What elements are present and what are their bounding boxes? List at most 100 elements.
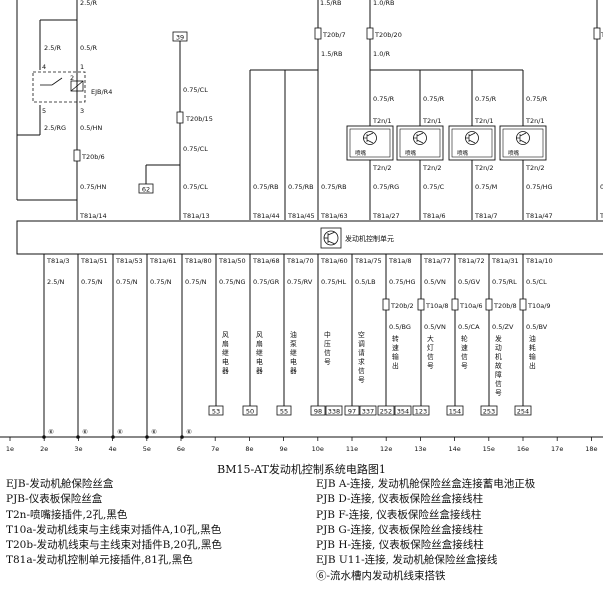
injector-top-wire: 0.75/R: [475, 95, 497, 103]
wire-label: 0.5/CA: [458, 323, 480, 331]
ecu-pin: T81a/53: [115, 257, 143, 265]
connector-label: T10a/8: [425, 302, 449, 310]
legend-item: T10a-发动机线束与主线束对插件A,10孔,黑色: [6, 523, 222, 536]
wire-label-cl-2: 0.75/CL: [183, 145, 208, 153]
legend-item: T20b-发动机线束与主线束对插件B,20孔,黑色: [6, 539, 222, 552]
ruler-tick: 15e: [483, 445, 495, 453]
wire-label: 0.75/N: [185, 278, 207, 286]
signal-description: 油泵继电器: [290, 330, 297, 375]
wire-label: 0.75/N: [150, 278, 172, 286]
wire-label: 0.75/RB: [321, 183, 347, 191]
diagram-caption: BM15-AT发动机控制系统电路图1: [217, 463, 386, 476]
injector-name: 喷嘴: [457, 149, 469, 157]
injector-bottom-conn: T2n/2: [525, 164, 545, 172]
ecu-pin: T8: [599, 212, 603, 220]
ecu-wire-1: T81a/32.5/N⑥: [42, 254, 70, 439]
conn-t20b-7: T20b/7: [322, 31, 346, 39]
ecu-pin: T81a/75: [354, 257, 382, 265]
wire-label: 0.75/HL: [321, 278, 347, 286]
ecu-pin: T81a/51: [80, 257, 108, 265]
connector-label: T20b/8: [493, 302, 517, 310]
ruler-tick: 5e: [143, 445, 151, 453]
ecu-pin: T81a/13: [182, 212, 210, 220]
legend-item: PJB-仪表板保险丝盒: [6, 493, 103, 506]
signal-description: 转速输出: [392, 334, 399, 370]
ecu-pin: T81a/31: [491, 257, 519, 265]
ruler-tick: 7e: [211, 445, 219, 453]
ref-box: 123: [415, 408, 427, 416]
injector-top-wire: 0.75/R: [423, 95, 445, 103]
wire-label: 0.5/VN: [424, 278, 446, 286]
ref-box: 154: [449, 408, 461, 416]
ecu-unit: 发动机控制单元: [16, 220, 603, 255]
ref-box: 98: [314, 408, 322, 416]
injector-bottom-wire: 0.75/C: [423, 183, 445, 191]
injector-name: 喷嘴: [508, 149, 520, 157]
wire-label-2-5-rg: 2.5/RG: [44, 124, 66, 132]
ecu-pin: T81a/72: [457, 257, 485, 265]
fusebox-label: EJB/R4: [91, 88, 112, 96]
wire-label: 0.7: [600, 183, 603, 191]
injector-bottom-wire: 0.75/HG: [526, 183, 553, 191]
injector-top-conn: T2n/1: [422, 117, 442, 125]
ruler-tick: 1e: [6, 445, 14, 453]
ground-icon: ⑥: [117, 428, 123, 436]
ecu-label: 发动机控制单元: [345, 234, 394, 243]
fusebox-pin-1: 1: [80, 63, 84, 71]
ruler-tick: 14e: [448, 445, 460, 453]
ruler-tick: 17e: [551, 445, 563, 453]
wire-label: 0.75/GR: [253, 278, 280, 286]
injector-bottom-wire: 0.75/RG: [373, 183, 399, 191]
signal-description: 大灯信号: [427, 334, 434, 370]
legend-item: T2n-喷嘴接插件,2孔,黑色: [6, 508, 128, 521]
fusebox-pin-2: 2: [70, 74, 74, 82]
ecu-wire-4: T81a/610.75/N⑥: [145, 254, 177, 439]
injector-name: 喷嘴: [355, 149, 367, 157]
legend-item: PJB H-连接, 仪表板保险丝盒接线柱: [316, 539, 484, 552]
legend-item: EJB-发动机舱保险丝盒: [6, 478, 114, 490]
legend-item: T81a-发动机控制单元接插件,81孔,黑色: [6, 554, 193, 567]
ecu-pin: T81a/80: [184, 257, 212, 265]
ruler-tick: 6e: [177, 445, 185, 453]
ref-box: 50: [246, 408, 254, 416]
ref-box: 354: [397, 408, 409, 416]
injector-bottom-conn: T2n/2: [422, 164, 442, 172]
ecu-pin: T81a/14: [79, 212, 107, 220]
ref-box: 254: [517, 408, 529, 416]
injector-top-conn: T2n/1: [525, 117, 545, 125]
ecu-wire-2: T81a/510.75/N⑥: [76, 254, 108, 439]
ecu-wire-3: T81a/530.75/N⑥: [111, 254, 143, 439]
fusebox-pin-4: 4: [42, 63, 46, 71]
wire-label: 0.5/ZV: [492, 323, 514, 331]
wire-label: 0.5/VN: [424, 323, 446, 331]
wire-label: 0.75/HG: [389, 278, 416, 286]
injector-bottom-conn: T2n/2: [372, 164, 392, 172]
wire-label-0-5-hn: 0.5/HN: [80, 124, 102, 132]
wire-label-cl-1: 0.75/CL: [183, 86, 208, 94]
ref-box: 253: [483, 408, 495, 416]
wire-label: 0.5/GV: [458, 278, 481, 286]
legend-item: PJB G-连接, 仪表板保险丝盒接线柱: [316, 523, 484, 536]
upper-labels: T20b/6 0.75/HN 39 0.75/CL T20b/15 0.75/C…: [73, 27, 603, 194]
ecu-pin: T81a/47: [525, 212, 553, 220]
fusebox-ejb-r4: EJB/R4 4 1 2 5 3 2.5/R 0.5/R 2.5/RG 0.5/…: [32, 44, 112, 132]
conn-t20b-6: T20b/6: [81, 153, 105, 161]
wire-label: 2.5/N: [47, 278, 65, 286]
ruler-tick: 8e: [245, 445, 253, 453]
wire-label: 0.75/RV: [287, 278, 313, 286]
conn-t2-right: T2: [600, 31, 603, 39]
ecu-pin: T81a/68: [252, 257, 280, 265]
wire-label: 0.75/RB: [288, 183, 314, 191]
ruler-tick: 9e: [280, 445, 288, 453]
ecu-wire-5: T81a/800.75/N⑥: [180, 254, 212, 439]
